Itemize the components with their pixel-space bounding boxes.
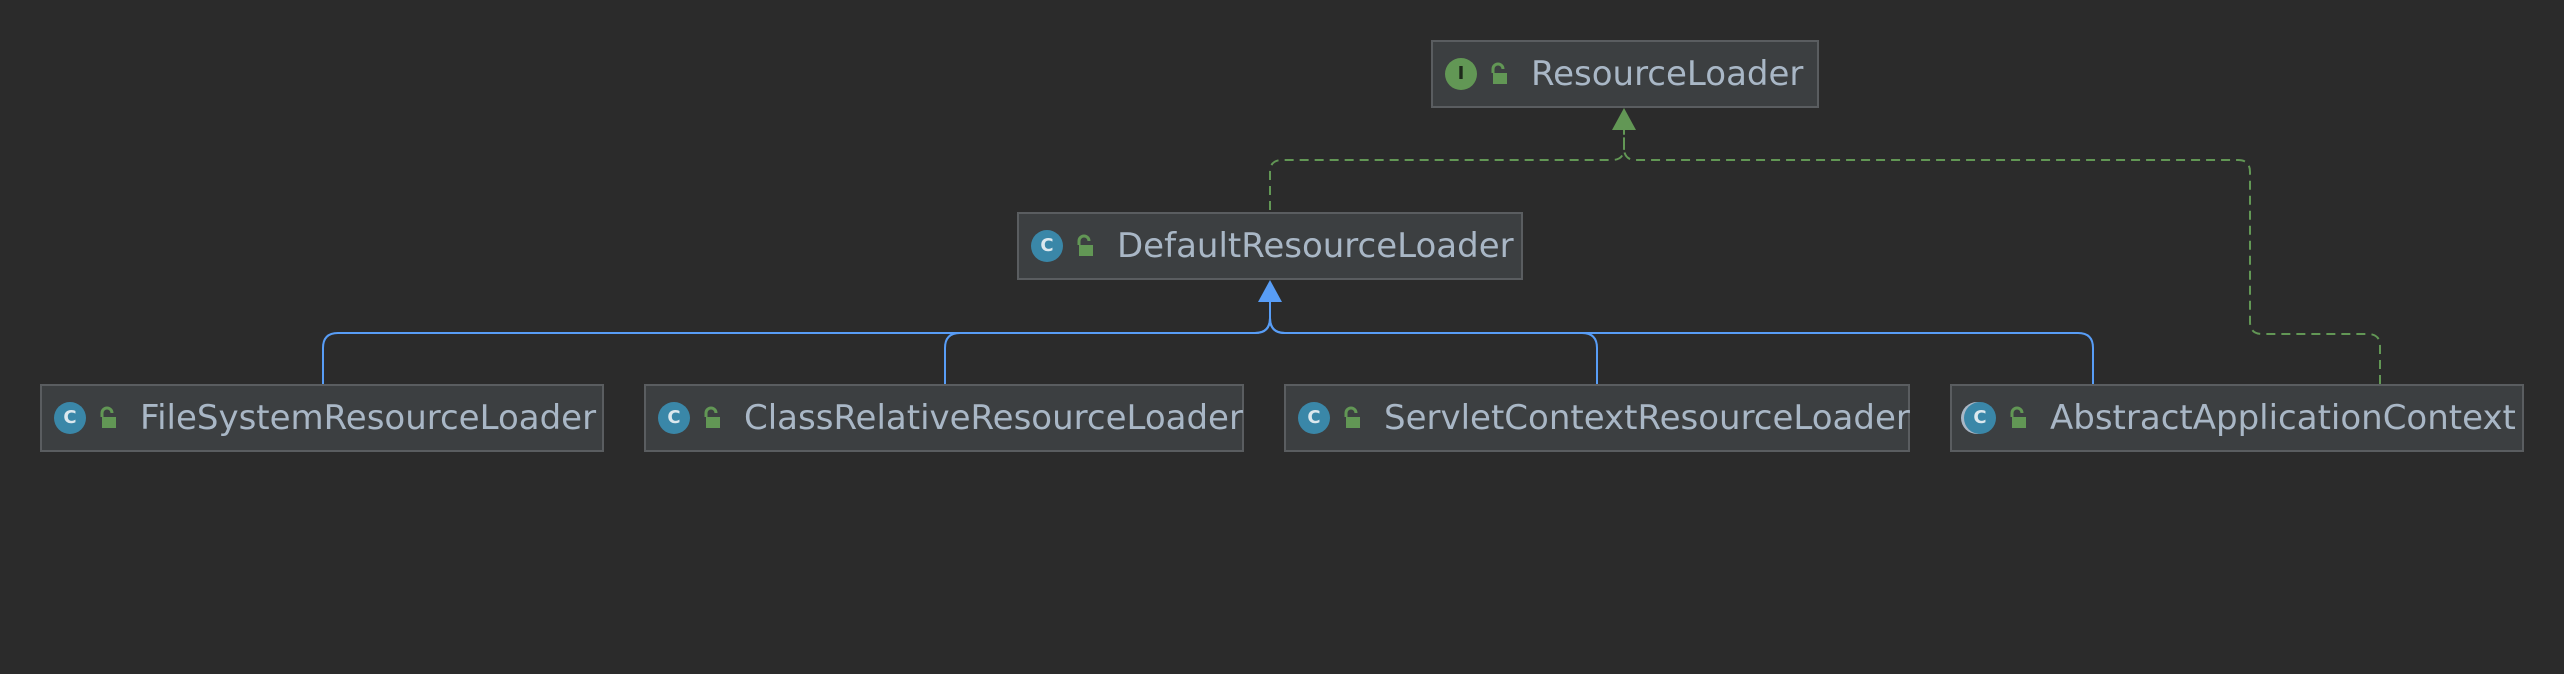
interface-badge-icon: I <box>1445 58 1477 90</box>
open-lock-icon <box>1344 406 1360 428</box>
edge-abstractctx-extends-default <box>1269 300 2094 384</box>
implements-arrowhead <box>1612 108 1636 130</box>
class-badge-icon: C <box>1298 402 1330 434</box>
node-label: ResourceLoader <box>1531 54 1804 94</box>
open-lock-icon <box>2010 406 2026 428</box>
class-badge-icon: C <box>1031 230 1063 262</box>
open-lock-icon <box>100 406 116 428</box>
class-badge-icon: C <box>658 402 690 434</box>
edge-servletcontext-extends-default <box>1269 300 1598 384</box>
edge-classrelative-extends-default <box>944 300 1271 384</box>
node-label: AbstractApplicationContext <box>2050 398 2516 438</box>
node-abstractapplicationcontext[interactable]: C AbstractApplicationContext <box>1950 384 2524 452</box>
extends-arrowhead <box>1258 280 1282 302</box>
extends-edges <box>322 300 2094 384</box>
node-label: FileSystemResourceLoader <box>140 398 597 438</box>
edge-filesystem-extends-default <box>322 300 1271 384</box>
node-resourceloader[interactable]: I ResourceLoader <box>1431 40 1819 108</box>
node-classrelativeresourceloader[interactable]: C ClassRelativeResourceLoader <box>644 384 1244 452</box>
edge-abstractctx-implements-resourceloader <box>1623 128 2381 384</box>
node-label: ClassRelativeResourceLoader <box>744 398 1243 438</box>
abstract-class-badge-icon: C <box>1964 402 1996 434</box>
node-label: ServletContextResourceLoader <box>1384 398 1910 438</box>
open-lock-icon <box>1491 62 1507 84</box>
implements-edges <box>1269 128 2381 384</box>
node-servletcontextresourceloader[interactable]: C ServletContextResourceLoader <box>1284 384 1910 452</box>
node-filesystemresourceloader[interactable]: C FileSystemResourceLoader <box>40 384 604 452</box>
open-lock-icon <box>704 406 720 428</box>
node-label: DefaultResourceLoader <box>1117 226 1514 266</box>
edge-default-implements-resourceloader <box>1269 128 1625 210</box>
open-lock-icon <box>1077 234 1093 256</box>
node-defaultresourceloader[interactable]: C DefaultResourceLoader <box>1017 212 1523 280</box>
class-badge-icon: C <box>54 402 86 434</box>
